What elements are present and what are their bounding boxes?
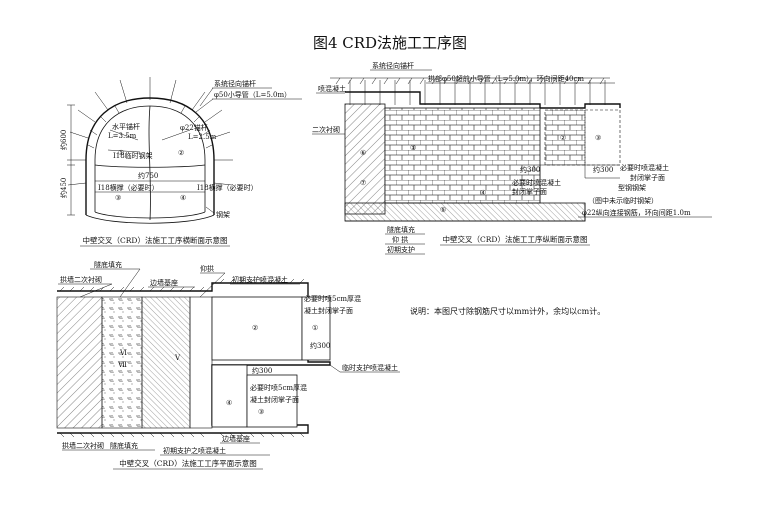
label-arch-lining: 拱墙二次衬砌 [60, 275, 102, 284]
invert-fill [344, 202, 586, 222]
label-support: 初期支护 [387, 245, 415, 254]
label-brace: I18横撑（必要时） [98, 183, 159, 192]
longitudinal-caption: 中壁交叉（CRD）法施工工序纵断面示意图 [443, 234, 588, 244]
label-fill2: 隧底填充 [110, 441, 138, 450]
label-h450: 约450 [59, 178, 68, 198]
plan-view: ② ① ④ ③ Ⅴ Ⅵ Ⅶ 拱墙二次衬砌 隧底填充 边墙基座 仰拱 初期支护喷混… [56, 260, 400, 470]
zone-label: ④ [180, 194, 186, 202]
label-shotcrete: 喷混凝土 [318, 84, 346, 93]
zone-label: ⑥ [360, 149, 366, 157]
label-h600: 约600 [59, 130, 68, 150]
label-invert: 仰 拱 [392, 235, 408, 244]
zone-label: Ⅵ [119, 349, 127, 357]
plan-invert-zone [141, 296, 191, 429]
zone-label: Ⅴ [174, 354, 181, 362]
label-d300b: 约300 [252, 366, 272, 375]
zone-label: ③ [115, 194, 121, 202]
label-support-spray2: 初期支护之喷混凝土 [163, 446, 226, 455]
zone-label: ③ [258, 408, 264, 416]
label-spray5d: 凝土封闭掌子面 [250, 395, 299, 404]
label-pipe: φ50小导管（L=5.0m） [214, 90, 291, 99]
label-anchor: 系统径向锚杆 [214, 79, 256, 88]
plan-stage-1 [301, 296, 331, 361]
label-rebar: φ22纵向连接钢筋，环向间距1.0m [582, 208, 691, 217]
label-l35: L=3.5m [108, 132, 137, 140]
label-invert: 仰拱 [200, 264, 214, 273]
label-support-spray: 初期支护喷混凝土 [232, 275, 288, 284]
drawing-title: 图4 CRD法施工工序图 [313, 34, 467, 52]
zone-label: Ⅶ [117, 361, 127, 369]
label-temp-spray: 临时支护喷混凝土 [342, 363, 398, 372]
excavation-stage-right [584, 109, 621, 166]
label-brace2: I18横撑（必要时） [197, 183, 258, 192]
radial-anchors [67, 77, 233, 186]
tunnel-outer-profile [85, 97, 215, 215]
label-section-steel: 型钢钢架 [618, 183, 646, 192]
plan-support-zone [189, 296, 213, 429]
label-temp-arch: I18临时钢架 [113, 151, 153, 160]
label-seal1: 封闭掌子面 [630, 173, 665, 182]
drawing-note: 说明：本图尺寸除钢筋尺寸以mm计外，余均以cm计。 [410, 306, 605, 316]
plan-stage-3 [246, 374, 298, 428]
excavation-stage-upper [544, 109, 586, 166]
label-spray5a: 必要时喷5cm厚混 [304, 294, 361, 303]
temp-brace-upper [94, 164, 206, 168]
zone-label: ① [118, 149, 124, 157]
plan-stage-4 [211, 364, 248, 428]
label-bolt22: φ22锚杆 [180, 123, 208, 132]
label-l25: L=2.5m [188, 133, 217, 141]
secondary-lining [344, 103, 386, 215]
zone-label: ② [178, 149, 184, 157]
label-steel-frame: 钢架 [216, 210, 230, 219]
zone-label: ② [560, 134, 566, 142]
temp-steel-center-wall [148, 105, 151, 221]
label-seal2: 封闭掌子面 [512, 187, 547, 196]
label-spray5b: 凝土封闭掌子面 [304, 306, 353, 315]
zone-label: ⑦ [360, 179, 366, 187]
longitudinal-view: ① ② ③ ④ ⑤ ⑥ ⑦ 系统径向锚杆 喷混凝土 拱部φ50超前小导管（L=5… [312, 61, 712, 255]
label-d300a: 约300 [310, 341, 330, 350]
label-spray2: 必要时喷混凝土 [512, 178, 561, 187]
label-pipe: 拱部φ50超前小导管（L=5.0m），环向间距40cm [428, 74, 584, 83]
label-fill: 隧底填充 [94, 260, 122, 269]
label-spray5c: 必要时喷5cm厚混 [250, 383, 307, 392]
zone-label: ④ [480, 189, 486, 197]
plan-fill-zone [101, 296, 143, 429]
cross-section-view: ① ② ③ ④ 系统径向锚杆 φ50小导管（L=5.0m） 水平锚杆 L=3.5… [59, 77, 302, 247]
zone-label: ④ [226, 399, 232, 407]
plan-arch-lining [56, 296, 103, 429]
zone-label: ① [410, 144, 416, 152]
label-lining: 二次衬砌 [312, 125, 340, 134]
zone-label: ① [312, 324, 318, 332]
label-d750: 约750 [138, 171, 158, 180]
label-spray1: 必要时喷混凝土 [620, 163, 669, 172]
cross-section-caption: 中壁交叉（CRD）法施工工序横断面示意图 [83, 235, 228, 245]
zone-label: ③ [595, 134, 601, 142]
label-temp-note: （图中未示临时钢架） [588, 196, 658, 205]
invert-curve [85, 214, 215, 224]
label-footing: 边墙基座 [150, 278, 178, 287]
label-d300a: 约300 [520, 165, 540, 174]
zone-label: ⑤ [440, 206, 446, 214]
label-arch-lining2: 拱墙二次衬砌 [62, 441, 104, 450]
plan-stage-2 [211, 296, 303, 361]
label-footing2: 边墙基座 [222, 434, 250, 443]
plan-caption: 中壁交叉（CRD）法施工工序平面示意图 [119, 458, 256, 468]
label-d300b: 约300 [593, 165, 613, 174]
label-fill: 隧底填充 [387, 225, 415, 234]
label-horizontal-anchor: 水平锚杆 [112, 122, 140, 131]
label-anchor: 系统径向锚杆 [372, 61, 414, 70]
zone-label: ② [252, 324, 258, 332]
